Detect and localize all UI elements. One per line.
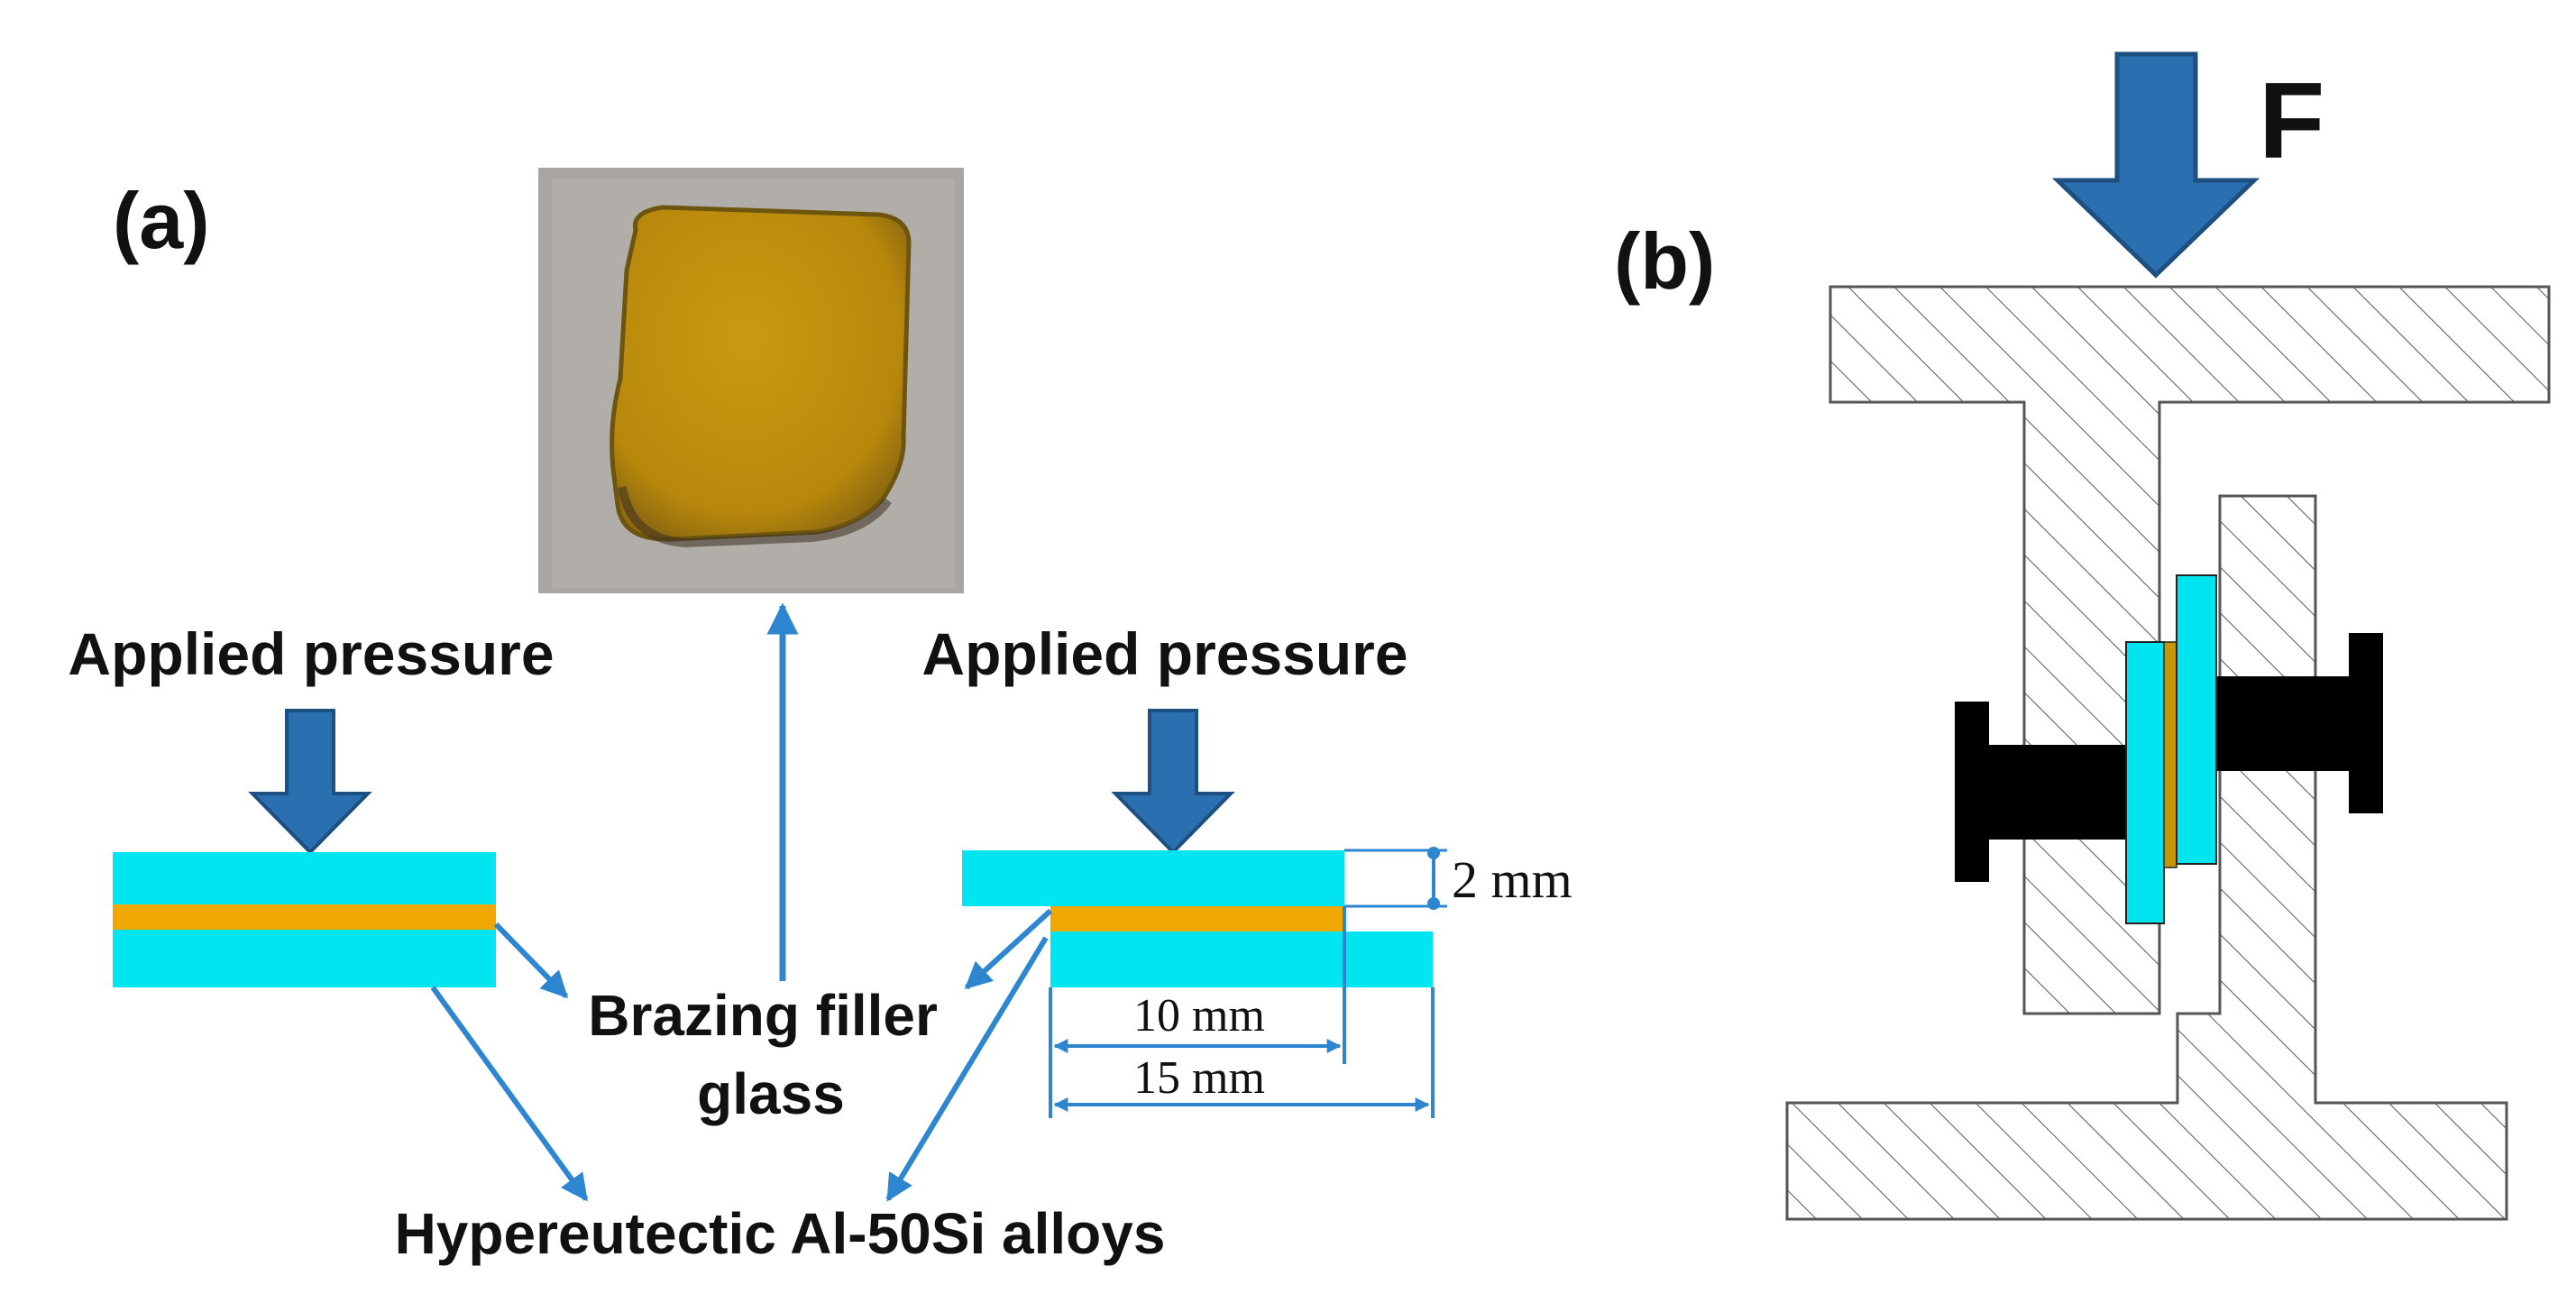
pointer-arrow-right-alloy [885, 936, 1049, 1202]
pressure-arrow-left [248, 709, 372, 855]
lower-fixture [1785, 494, 2508, 1221]
specimen-plate-right [2176, 574, 2217, 865]
dimension-length-label: 15 mm [1133, 1052, 1265, 1104]
glass-sample [610, 205, 912, 542]
alloy-plate-bottom-left [113, 930, 496, 987]
panel-a: (a) Applied pressure Applied pressure [68, 168, 1572, 1266]
applied-pressure-right-label: Applied pressure [921, 620, 1407, 687]
alloy-label: Hypereutectic Al-50Si alloys [395, 1201, 1166, 1266]
brazing-filler-label: Brazing filler glass [588, 983, 953, 1126]
bolt-left [1955, 702, 2128, 882]
alloy-plate-top-left [113, 852, 496, 904]
dimension-thickness: 2 mm [1344, 847, 1572, 910]
brazing-filler-line1: Brazing filler [588, 983, 938, 1048]
specimen [2125, 574, 2217, 924]
pointer-arrow-left-alloy [430, 986, 589, 1202]
filler-glass-right [1050, 906, 1344, 931]
dimension-thickness-label: 2 mm [1452, 850, 1572, 909]
glass-sample-photo [538, 168, 964, 593]
bolt-right [2205, 633, 2383, 813]
upper-fixture [1829, 285, 2551, 1015]
brazing-filler-line2: glass [697, 1061, 845, 1126]
filler-glass-left [113, 904, 496, 930]
pointer-arrow-right-glass [964, 908, 1053, 990]
panel-b: (b) F [1614, 51, 2551, 1221]
alloy-plate-bottom-right [1050, 931, 1433, 987]
specimen-plate-left [2125, 641, 2165, 924]
pointer-arrow-left-glass [493, 922, 569, 999]
force-arrow [2051, 51, 2260, 279]
dimension-lengths: 10 mm 15 mm [1049, 906, 1435, 1118]
dimension-overlap-label: 10 mm [1133, 990, 1265, 1042]
lap-joint-right [962, 850, 1433, 987]
applied-pressure-left-label: Applied pressure [68, 620, 554, 687]
force-label: F [2259, 60, 2324, 181]
pressure-arrow-right [1111, 709, 1235, 855]
panel-b-label: (b) [1614, 216, 1715, 306]
panel-a-label: (a) [113, 176, 210, 265]
lap-joint-left [113, 852, 496, 987]
alloy-plate-top-right [962, 850, 1344, 906]
specimen-glass [2163, 641, 2177, 868]
